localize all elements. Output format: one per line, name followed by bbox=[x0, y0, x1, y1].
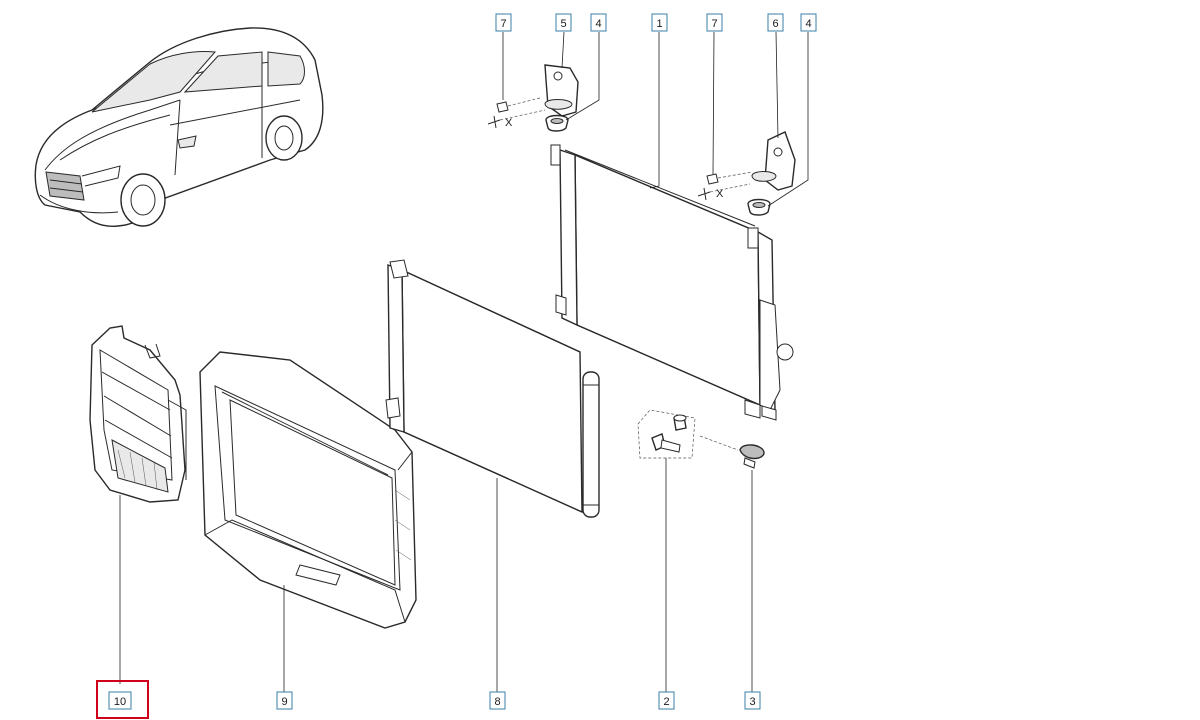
callout-6: 6 bbox=[767, 13, 784, 32]
drain-plug-part bbox=[739, 444, 765, 469]
callout-4-left: 4 bbox=[590, 13, 607, 32]
x-mark-right: X bbox=[716, 188, 724, 200]
bolt-nut-group bbox=[637, 409, 739, 459]
svg-text:7: 7 bbox=[711, 18, 717, 30]
callout-2: 2 bbox=[658, 691, 675, 710]
svg-text:8: 8 bbox=[494, 696, 500, 708]
callout-10-highlighted: 10 bbox=[96, 680, 149, 719]
car-illustration bbox=[34, 27, 324, 228]
radiator-part bbox=[550, 144, 794, 421]
callout-5: 5 bbox=[555, 13, 572, 32]
shroud-frame-part bbox=[199, 351, 417, 629]
callout-7-top-left: 7 bbox=[495, 13, 512, 32]
svg-text:1: 1 bbox=[656, 18, 662, 30]
mount-bracket-left bbox=[487, 64, 579, 132]
callout-8: 8 bbox=[489, 691, 506, 710]
svg-text:3: 3 bbox=[749, 696, 755, 708]
svg-text:5: 5 bbox=[560, 18, 566, 30]
callout-9: 9 bbox=[276, 691, 293, 710]
svg-text:6: 6 bbox=[772, 18, 778, 30]
mount-bracket-right bbox=[697, 131, 796, 216]
svg-text:7: 7 bbox=[500, 18, 506, 30]
air-duct-part bbox=[89, 325, 187, 503]
svg-text:4: 4 bbox=[805, 18, 811, 30]
callout-4-right: 4 bbox=[800, 13, 817, 32]
condenser-part bbox=[385, 259, 600, 518]
leader-lines bbox=[119, 31, 809, 692]
callout-3: 3 bbox=[744, 691, 761, 710]
callout-7-top-right: 7 bbox=[706, 13, 723, 32]
x-mark-left: X bbox=[505, 117, 513, 129]
callout-1: 1 bbox=[651, 13, 668, 32]
svg-text:9: 9 bbox=[281, 696, 287, 708]
svg-text:2: 2 bbox=[663, 696, 669, 708]
svg-text:4: 4 bbox=[595, 18, 601, 30]
svg-text:10: 10 bbox=[114, 696, 126, 708]
